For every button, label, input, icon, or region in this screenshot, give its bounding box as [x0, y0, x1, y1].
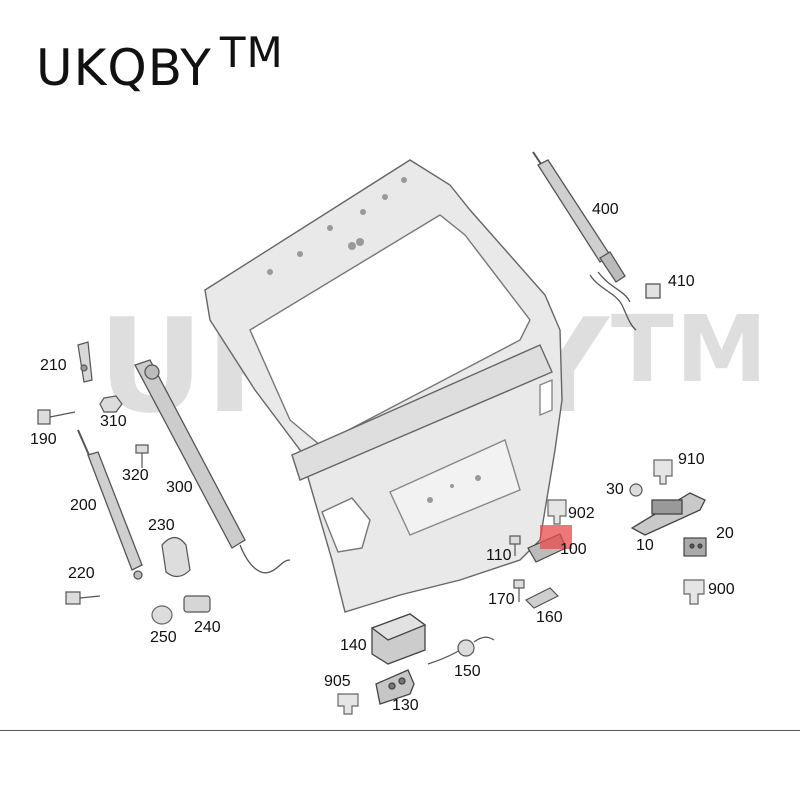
part-20-switch	[683, 537, 707, 557]
label-410: 410	[668, 273, 695, 290]
part-100-camera	[527, 525, 572, 563]
part-250-cap	[151, 605, 173, 625]
label-250: 250	[150, 629, 177, 646]
part-30-nut	[629, 483, 643, 497]
label-150: 150	[454, 663, 481, 680]
part-240-buffer	[183, 595, 211, 613]
part-310-nut	[99, 395, 123, 413]
label-900: 900	[708, 581, 735, 598]
brand-name: UKQBY	[36, 39, 212, 97]
label-170: 170	[488, 591, 515, 608]
connector-icons	[337, 459, 705, 715]
part-220-stud	[65, 591, 101, 605]
label-130: 130	[392, 697, 419, 714]
part-410-cable	[589, 271, 661, 331]
label-902: 902	[568, 505, 595, 522]
label-30: 30	[606, 481, 624, 498]
part-110-screw	[509, 535, 521, 556]
part-230-sleeve	[161, 536, 191, 578]
brand-trademark: TM	[219, 28, 284, 77]
label-110: 110	[486, 547, 512, 564]
part-160-bracket	[524, 587, 560, 609]
label-400: 400	[592, 201, 619, 218]
label-140: 140	[340, 637, 367, 654]
label-10: 10	[636, 537, 654, 554]
watermark-trademark: TM	[610, 296, 770, 403]
label-320: 320	[122, 467, 149, 484]
part-170-screw	[513, 579, 525, 602]
label-160: 160	[536, 609, 563, 626]
label-210: 210	[40, 357, 67, 374]
tailgate-panel	[204, 159, 563, 613]
label-190: 190	[30, 431, 57, 448]
bottom-divider	[0, 730, 800, 731]
label-905: 905	[324, 673, 351, 690]
part-320-pin	[135, 444, 149, 468]
part-190-bolt	[37, 409, 76, 425]
label-100: 100	[560, 541, 587, 558]
label-220: 220	[68, 565, 95, 582]
label-20: 20	[716, 525, 734, 542]
label-300: 300	[166, 479, 193, 496]
label-240: 240	[194, 619, 221, 636]
part-210-hinge	[77, 341, 93, 383]
label-310: 310	[100, 413, 127, 430]
label-200: 200	[70, 497, 97, 514]
part-130-lock	[375, 669, 415, 705]
label-230: 230	[148, 517, 175, 534]
label-910: 910	[678, 451, 705, 468]
part-10-handle	[630, 492, 706, 536]
part-140-control-unit	[370, 613, 427, 665]
highlight-box	[540, 525, 572, 549]
panel-holes	[267, 177, 481, 503]
part-200-gas-strut	[77, 429, 143, 580]
part-400-gas-strut	[532, 151, 626, 283]
part-150-motor	[427, 636, 495, 665]
part-300-spindle-drive	[134, 359, 291, 574]
